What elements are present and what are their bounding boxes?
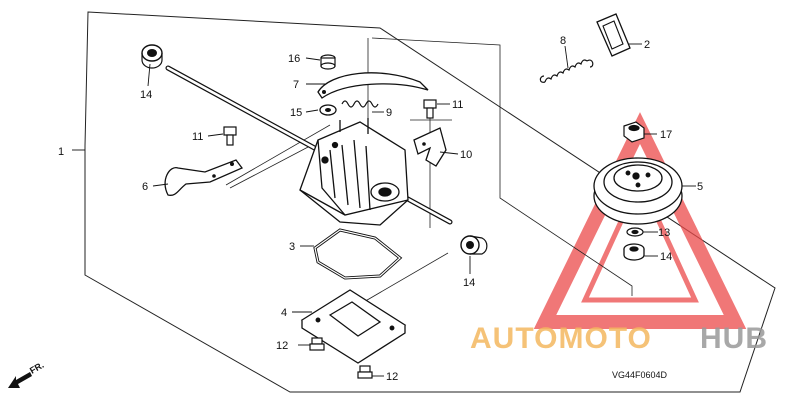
part-6-shift-arm [164, 159, 244, 196]
guide-line [371, 37, 633, 296]
part-11-bolt-left [223, 126, 237, 146]
part-3-gasket [313, 228, 403, 280]
part-7-link-plate [317, 72, 429, 99]
diagram-code: VG44F0604D [612, 370, 668, 380]
part-16-nut [320, 54, 336, 70]
part-14-bearing-pulley [623, 243, 645, 261]
guide-line [229, 145, 311, 189]
gear-case-housing [299, 118, 409, 226]
part-10-bracket [413, 127, 447, 167]
part-12-bolt-lower [357, 365, 373, 379]
callout-2: 2 [644, 39, 650, 51]
leader-6 [152, 183, 169, 187]
callout-9: 9 [386, 107, 392, 119]
part-17-nut [623, 121, 645, 143]
callout-12-upper: 12 [276, 340, 288, 352]
callout-6: 6 [142, 181, 148, 193]
leader-14a [147, 63, 151, 87]
part-9-spring [341, 100, 379, 108]
callout-15: 15 [290, 107, 302, 119]
part-14-bearing-right [460, 235, 488, 255]
leader-15 [305, 109, 319, 113]
part-5-pulley [593, 157, 683, 225]
watermark-text-a: AUTOMOTO [470, 322, 652, 355]
callout-14-pulley: 14 [660, 251, 672, 263]
leader-8 [564, 45, 569, 69]
part-4-cover [300, 289, 407, 364]
callout-12-lower: 12 [386, 371, 398, 383]
callout-11-right: 11 [452, 99, 463, 111]
callout-14-right: 14 [463, 277, 475, 289]
callout-3: 3 [289, 241, 295, 253]
front-direction-marker: FR. [8, 360, 46, 388]
callout-5: 5 [697, 181, 703, 193]
callout-4: 4 [281, 307, 287, 319]
callout-7: 7 [293, 79, 299, 91]
part-14-bearing-left [141, 44, 163, 69]
callout-13: 13 [658, 227, 670, 239]
leader-16 [305, 57, 321, 61]
callout-11-left: 11 [192, 131, 203, 143]
front-arrow-icon [8, 372, 32, 388]
guide-line [225, 124, 331, 186]
assembly-frame [84, 11, 776, 393]
leader-10 [439, 151, 459, 155]
callout-16: 16 [288, 53, 300, 65]
part-13-washer [626, 227, 644, 237]
front-label: FR. [28, 360, 46, 376]
callout-1: 1 [58, 146, 64, 158]
part-2-plate [596, 13, 631, 57]
part-12-bolt-upper [309, 337, 325, 351]
part-11-bolt-right [423, 99, 437, 119]
callout-17: 17 [660, 129, 672, 141]
callout-14-left: 14 [140, 89, 152, 101]
callout-8: 8 [560, 35, 566, 47]
callout-10: 10 [460, 149, 472, 161]
part-15-washer [319, 104, 337, 116]
watermark-text-b: HUB [700, 322, 768, 355]
watermark-triangle [533, 112, 747, 329]
part-8-spring [539, 59, 594, 83]
leader-11a [207, 133, 224, 137]
